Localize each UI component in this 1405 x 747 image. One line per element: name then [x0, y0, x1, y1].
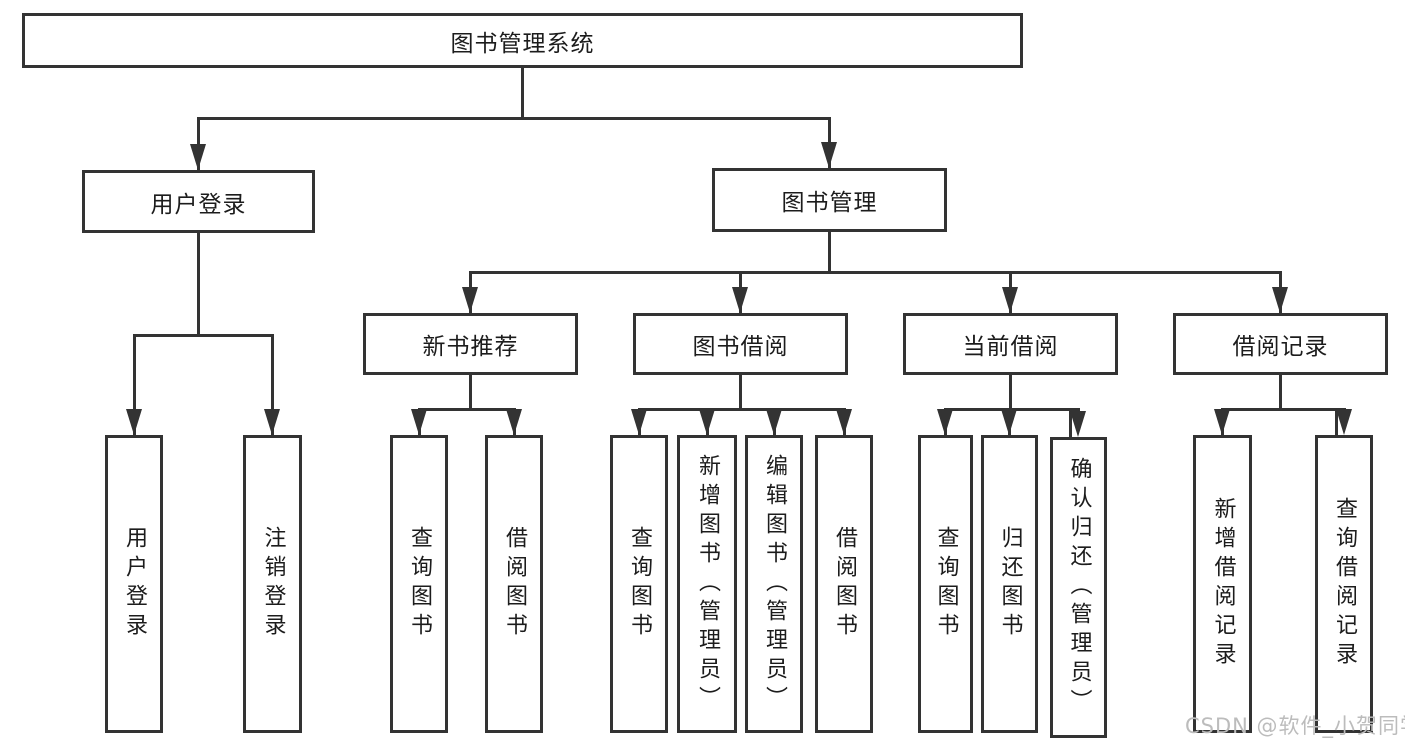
leaf-br-add-record-label: 新增借阅记录: [1210, 497, 1236, 671]
leaf-bb-query-books-label: 查询图书: [627, 526, 652, 642]
connector: [133, 334, 274, 337]
csdn-watermark: CSDN @软件_小贺同学: [1185, 714, 1405, 738]
node-user-login: 用户登录: [82, 170, 315, 233]
arrowhead-icon: [264, 409, 280, 435]
node-book-management-label: 图书管理: [781, 190, 878, 216]
arrowhead-icon: [631, 409, 647, 435]
arrowhead-icon: [506, 409, 522, 435]
node-current-borrow: 当前借阅: [903, 313, 1118, 375]
leaf-logout-label: 注销登录: [260, 526, 286, 642]
leaf-cb-query-books-label: 查询图书: [933, 526, 959, 642]
arrowhead-icon: [126, 409, 142, 435]
arrowhead-icon: [732, 287, 748, 313]
leaf-bb-edit-books: 编辑图书（管理员）: [745, 435, 803, 733]
node-root: 图书管理系统: [22, 13, 1023, 68]
connector: [197, 117, 831, 120]
node-book-borrow: 图书借阅: [633, 313, 848, 375]
node-root-label: 图书管理系统: [450, 30, 595, 57]
leaf-br-query-record-label: 查询借阅记录: [1332, 497, 1357, 671]
arrowhead-icon: [1002, 287, 1018, 313]
arrowhead-icon: [1070, 411, 1086, 437]
connector: [638, 408, 846, 411]
connector: [828, 232, 831, 272]
connector: [197, 233, 200, 335]
leaf-cb-return-books: 归还图书: [981, 435, 1038, 733]
connector: [1221, 408, 1346, 411]
leaf-bb-add-books: 新增图书（管理员）: [677, 435, 737, 733]
leaf-bb-add-books-label: 新增图书（管理员）: [695, 453, 720, 715]
leaf-cb-query-books: 查询图书: [918, 435, 973, 733]
node-book-management: 图书管理: [712, 168, 947, 232]
leaf-nb-borrow-books-label: 借阅图书: [502, 526, 527, 642]
arrowhead-icon: [190, 144, 206, 170]
connector: [418, 408, 516, 411]
arrowhead-icon: [1336, 409, 1352, 435]
connector: [521, 68, 524, 118]
leaf-bb-edit-books-label: 编辑图书（管理员）: [762, 453, 787, 715]
leaf-nb-borrow-books: 借阅图书: [485, 435, 543, 733]
connector: [739, 375, 742, 409]
node-borrow-records-label: 借阅记录: [1232, 334, 1329, 360]
node-borrow-records: 借阅记录: [1173, 313, 1388, 375]
leaf-user-login: 用户登录: [105, 435, 163, 733]
arrowhead-icon: [462, 287, 478, 313]
connector: [469, 375, 472, 409]
leaf-logout: 注销登录: [243, 435, 302, 733]
node-user-login-label: 用户登录: [150, 191, 247, 218]
leaf-nb-query-books: 查询图书: [390, 435, 448, 733]
connector: [133, 335, 136, 435]
leaf-cb-confirm-return: 确认归还（管理员）: [1050, 437, 1107, 738]
leaf-br-add-record: 新增借阅记录: [1193, 435, 1252, 733]
arrowhead-icon: [699, 409, 715, 435]
connector: [1009, 375, 1012, 409]
arrowhead-icon: [937, 409, 953, 435]
arrowhead-icon: [766, 409, 782, 435]
leaf-user-login-label: 用户登录: [122, 526, 147, 642]
connector: [1279, 375, 1282, 409]
arrowhead-icon: [821, 142, 837, 168]
node-book-borrow-label: 图书借阅: [692, 334, 789, 360]
leaf-bb-borrow-books: 借阅图书: [815, 435, 873, 733]
leaf-bb-query-books: 查询图书: [610, 435, 668, 733]
arrowhead-icon: [1214, 409, 1230, 435]
arrowhead-icon: [1001, 409, 1017, 435]
leaf-bb-borrow-books-label: 借阅图书: [832, 526, 857, 642]
leaf-br-query-record: 查询借阅记录: [1315, 435, 1373, 733]
leaf-nb-query-books-label: 查询图书: [407, 526, 432, 642]
arrowhead-icon: [836, 409, 852, 435]
node-current-borrow-label: 当前借阅: [962, 334, 1059, 360]
leaf-cb-confirm-return-label: 确认归还（管理员）: [1066, 457, 1092, 718]
arrowhead-icon: [411, 409, 427, 435]
node-new-book-recommend-label: 新书推荐: [422, 334, 519, 360]
arrowhead-icon: [1272, 287, 1288, 313]
node-new-book-recommend: 新书推荐: [363, 313, 578, 375]
connector: [469, 271, 1282, 274]
leaf-cb-return-books-label: 归还图书: [997, 526, 1023, 642]
connector: [271, 335, 274, 435]
